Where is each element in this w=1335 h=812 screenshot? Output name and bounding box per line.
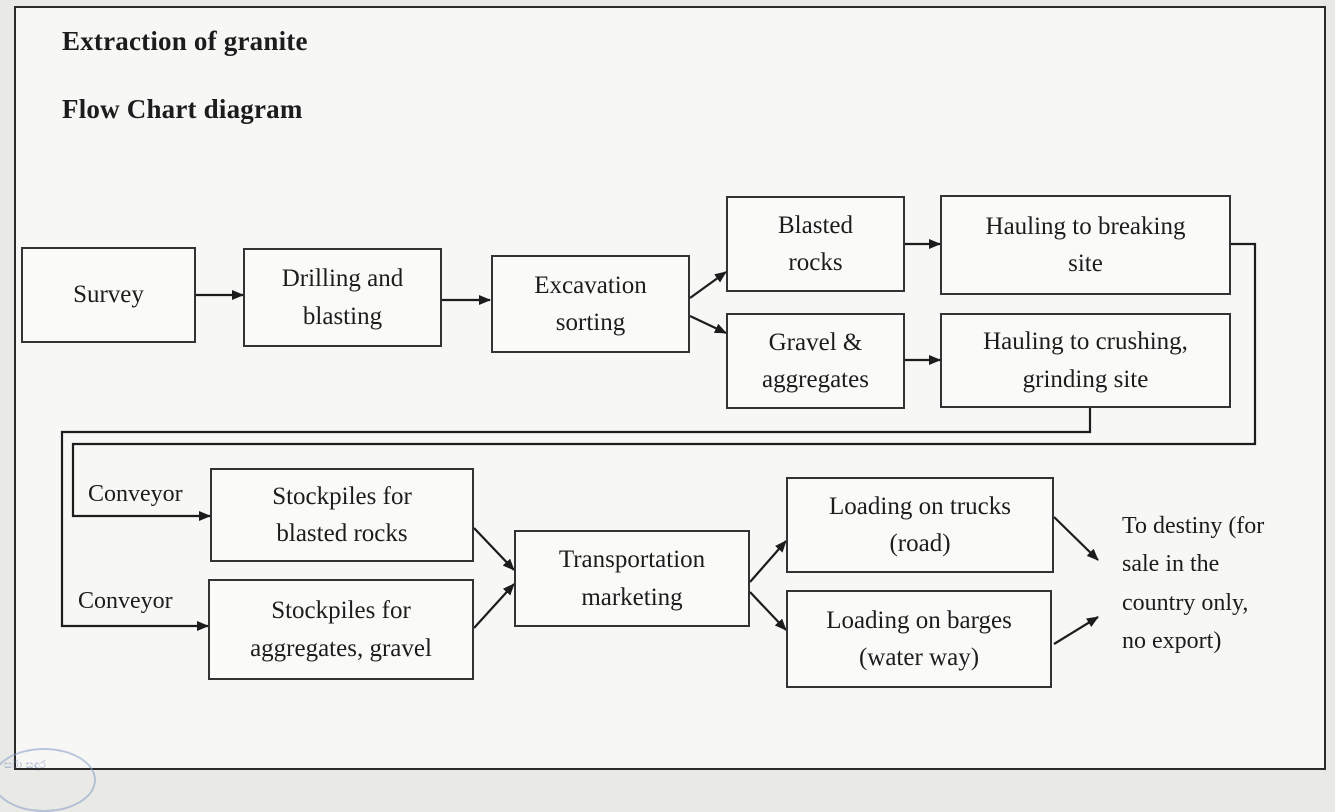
arrow-barges-to-destination <box>1053 616 1099 645</box>
arrow-transport-to-barges <box>749 591 787 631</box>
node-loading-barges: Loading on barges (water way) <box>786 590 1052 688</box>
node-loading-trucks: Loading on trucks (road) <box>786 477 1054 573</box>
stamp-seal: ර්සා සඳර <box>0 748 96 812</box>
node-drilling-blasting: Drilling and blasting <box>243 248 442 347</box>
label-conveyor-top: Conveyor <box>88 481 183 507</box>
connector-breaking-to-rocks-stockpile <box>71 242 1257 521</box>
node-transportation-marketing: Transportation marketing <box>514 530 750 627</box>
node-hauling-breaking: Hauling to breaking site <box>940 195 1231 295</box>
arrow-transport-to-trucks <box>749 540 787 583</box>
arrow-aggregates-stockpile-to-transport <box>473 583 515 629</box>
arrow-excavation-to-gravel <box>689 315 727 334</box>
stamp-text: ර්සා සඳර <box>4 758 46 771</box>
connector-layer <box>60 239 1257 645</box>
node-stockpile-blasted-rocks: Stockpiles for blasted rocks <box>210 468 474 562</box>
node-stockpile-aggregates: Stockpiles for aggregates, gravel <box>208 579 474 680</box>
arrow-excavation-to-blasted <box>689 271 727 299</box>
node-hauling-crushing: Hauling to crushing, grinding site <box>940 313 1231 408</box>
arrow-trucks-to-destination <box>1053 516 1099 561</box>
node-survey: Survey <box>21 247 196 343</box>
diagram-title: Extraction of granite <box>62 26 308 56</box>
node-excavation-sorting: Excavation sorting <box>491 255 690 353</box>
label-conveyor-bottom: Conveyor <box>78 588 173 614</box>
label-destination: To destiny (for sale in the country only… <box>1122 513 1265 655</box>
arrow-rocks-stockpile-to-transport <box>473 527 515 571</box>
node-gravel-aggregates: Gravel & aggregates <box>726 313 905 409</box>
node-blasted-rocks: Blasted rocks <box>726 196 905 292</box>
connector-crushing-to-aggregates-stockpile <box>60 408 1092 631</box>
diagram-subtitle: Flow Chart diagram <box>62 94 303 124</box>
